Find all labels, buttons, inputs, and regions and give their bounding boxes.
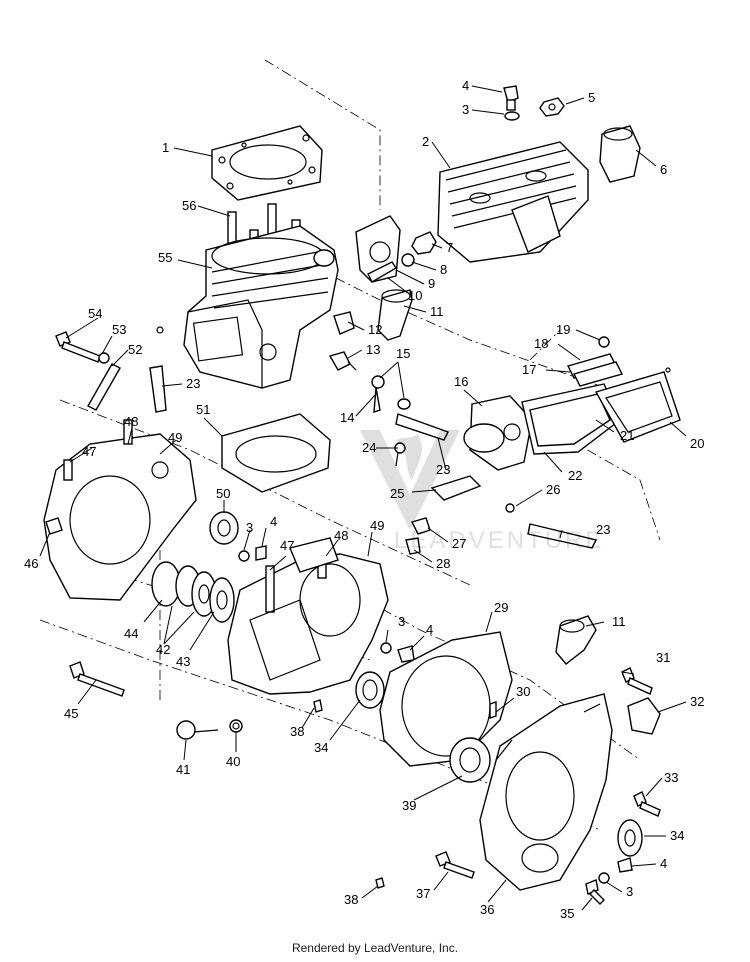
callout-16[interactable]: 16 bbox=[454, 374, 468, 389]
callout-29[interactable]: 29 bbox=[494, 600, 508, 615]
callout-27[interactable]: 27 bbox=[452, 536, 466, 551]
callout-5[interactable]: 5 bbox=[588, 90, 595, 105]
callout-3-lower[interactable]: 3 bbox=[398, 614, 405, 629]
callout-10[interactable]: 10 bbox=[408, 288, 422, 303]
callout-26[interactable]: 26 bbox=[546, 482, 560, 497]
watermark-text: LEADVENTURE bbox=[394, 527, 605, 554]
watermark-logo bbox=[300, 420, 520, 550]
callout-35[interactable]: 35 bbox=[560, 906, 574, 921]
callout-41[interactable]: 41 bbox=[176, 762, 190, 777]
callout-20[interactable]: 20 bbox=[690, 436, 704, 451]
callout-3-right[interactable]: 3 bbox=[626, 884, 633, 899]
callout-12[interactable]: 12 bbox=[368, 322, 382, 337]
coolant-elbow[interactable] bbox=[555, 615, 597, 665]
callout-31[interactable]: 31 bbox=[656, 650, 670, 665]
callout-53[interactable]: 53 bbox=[112, 322, 126, 337]
callout-39[interactable]: 39 bbox=[402, 798, 416, 813]
callout-34-right[interactable]: 34 bbox=[670, 828, 684, 843]
callout-23-lower[interactable]: 23 bbox=[596, 522, 610, 537]
callout-8[interactable]: 8 bbox=[440, 262, 447, 277]
callout-4-lower[interactable]: 4 bbox=[426, 622, 433, 637]
callout-52[interactable]: 52 bbox=[128, 342, 142, 357]
callout-4-center[interactable]: 4 bbox=[270, 514, 277, 529]
callout-47-right[interactable]: 47 bbox=[280, 538, 294, 553]
footer-credit: Rendered by LeadVenture, Inc. bbox=[291, 941, 459, 955]
callout-45[interactable]: 45 bbox=[64, 706, 78, 721]
callout-51[interactable]: 51 bbox=[196, 402, 210, 417]
callout-3-center[interactable]: 3 bbox=[246, 520, 253, 535]
callout-49-right[interactable]: 49 bbox=[370, 518, 384, 533]
callout-13[interactable]: 13 bbox=[366, 342, 380, 357]
callout-47-left[interactable]: 47 bbox=[82, 444, 96, 459]
callout-30[interactable]: 30 bbox=[516, 684, 530, 699]
crankcase-left-half[interactable] bbox=[43, 419, 197, 601]
callout-21[interactable]: 21 bbox=[620, 428, 634, 443]
lower-bolts[interactable] bbox=[69, 661, 323, 740]
cover-hardware[interactable] bbox=[375, 667, 661, 905]
callout-4-right[interactable]: 4 bbox=[660, 856, 667, 871]
leader-lines bbox=[39, 85, 687, 911]
callout-43[interactable]: 43 bbox=[176, 654, 190, 669]
callout-28[interactable]: 28 bbox=[436, 556, 450, 571]
stator-cover[interactable] bbox=[479, 693, 613, 891]
callout-33[interactable]: 33 bbox=[664, 770, 678, 785]
callout-24[interactable]: 24 bbox=[362, 440, 376, 455]
callout-11[interactable]: 11 bbox=[430, 304, 444, 319]
crankcase-right-half[interactable] bbox=[227, 537, 389, 695]
callout-38-upper[interactable]: 38 bbox=[290, 724, 304, 739]
callout-18[interactable]: 18 bbox=[534, 336, 548, 351]
callout-17[interactable]: 17 bbox=[522, 362, 536, 377]
callout-48-right[interactable]: 48 bbox=[334, 528, 348, 543]
callout-42[interactable]: 42 bbox=[156, 642, 170, 657]
callout-25[interactable]: 25 bbox=[390, 486, 404, 501]
bolts-left[interactable] bbox=[55, 326, 164, 411]
cylinder-assembly[interactable] bbox=[183, 203, 339, 389]
base-gasket[interactable] bbox=[221, 413, 331, 493]
banjo-fitting[interactable] bbox=[371, 375, 411, 413]
callout-50[interactable]: 50 bbox=[216, 486, 230, 501]
callout-48-left[interactable]: 48 bbox=[124, 414, 138, 429]
callout-32[interactable]: 32 bbox=[690, 694, 704, 709]
callout-34-left[interactable]: 34 bbox=[314, 740, 328, 755]
seals-and-gasket[interactable] bbox=[355, 631, 513, 783]
callout-3[interactable]: 3 bbox=[462, 102, 469, 117]
center-bolts[interactable] bbox=[380, 642, 415, 663]
callout-22[interactable]: 22 bbox=[568, 468, 582, 483]
callout-55[interactable]: 55 bbox=[158, 250, 172, 265]
reed-valve-assembly[interactable] bbox=[463, 336, 681, 471]
head-gasket[interactable] bbox=[211, 125, 323, 201]
callout-11-lower[interactable]: 11 bbox=[612, 614, 626, 629]
callout-44[interactable]: 44 bbox=[124, 626, 138, 641]
callout-labels: 1 2 4 3 5 6 7 8 9 10 11 12 13 15 14 16 1… bbox=[24, 78, 704, 921]
intake-hardware[interactable] bbox=[149, 365, 598, 555]
callout-23-middle[interactable]: 23 bbox=[436, 462, 450, 477]
callout-19[interactable]: 19 bbox=[556, 322, 570, 337]
callout-1[interactable]: 1 bbox=[162, 140, 169, 155]
callout-9[interactable]: 9 bbox=[428, 276, 435, 291]
callout-7[interactable]: 7 bbox=[446, 240, 453, 255]
callout-37[interactable]: 37 bbox=[416, 886, 430, 901]
cylinder-head[interactable] bbox=[437, 141, 589, 263]
callout-46[interactable]: 46 bbox=[24, 556, 38, 571]
spark-plug-bolt[interactable] bbox=[503, 85, 641, 183]
callout-6[interactable]: 6 bbox=[660, 162, 667, 177]
callout-4[interactable]: 4 bbox=[462, 78, 469, 93]
callout-56[interactable]: 56 bbox=[182, 198, 196, 213]
callout-36[interactable]: 36 bbox=[480, 902, 494, 917]
crank-bearings[interactable] bbox=[151, 511, 267, 623]
callout-40[interactable]: 40 bbox=[226, 754, 240, 769]
callout-54[interactable]: 54 bbox=[88, 306, 102, 321]
cylinder-fittings[interactable] bbox=[328, 215, 437, 371]
callout-38-lower[interactable]: 38 bbox=[344, 892, 358, 907]
callout-23-upper[interactable]: 23 bbox=[186, 376, 200, 391]
callout-2[interactable]: 2 bbox=[422, 134, 429, 149]
callout-15[interactable]: 15 bbox=[396, 346, 410, 361]
callout-49-left[interactable]: 49 bbox=[168, 430, 182, 445]
callout-14[interactable]: 14 bbox=[340, 410, 354, 425]
